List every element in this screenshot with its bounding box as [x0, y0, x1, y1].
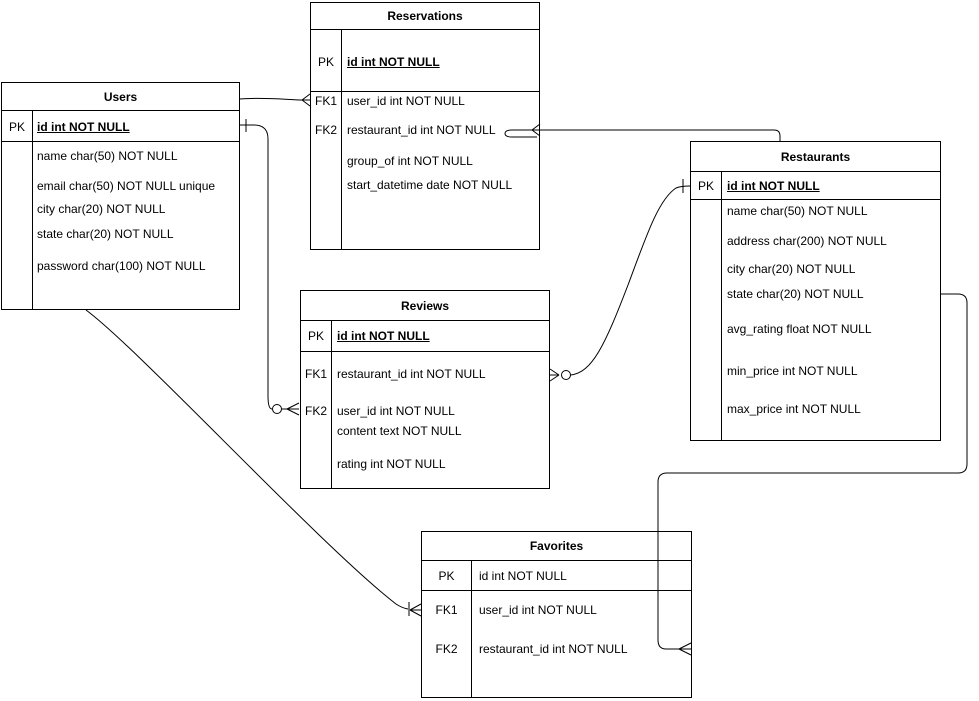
rel-users-reservations	[239, 93, 311, 107]
restaurants-pk-label: PK	[697, 179, 714, 193]
reservations-keycol-divider	[341, 30, 342, 249]
entity-restaurants-title: Restaurants	[691, 142, 940, 172]
crow-foot-many-icon	[281, 402, 300, 416]
cardinality-zero-circle-icon	[272, 404, 282, 414]
users-pk-row-divider	[2, 141, 239, 142]
favorites-attribute-row: restaurant_id int NOT NULL	[479, 642, 628, 656]
reviews-pk-row-divider	[301, 351, 549, 352]
reviews-pk-label: PK	[307, 329, 324, 343]
restaurants-attribute-row: name char(50) NOT NULL	[727, 204, 868, 218]
rel-restaurants-reviews-line	[570, 185, 691, 376]
favorites-fk1-label: FK1	[435, 603, 458, 617]
cardinality-zero-circle-icon	[561, 370, 571, 380]
reviews-fk2-label: FK2	[304, 404, 327, 418]
reviews-attribute-row: user_id int NOT NULL	[337, 404, 455, 418]
restaurants-attribute-row: avg_rating float NOT NULL	[727, 322, 872, 336]
reservations-attribute-row: group_of int NOT NULL	[347, 154, 473, 168]
reservations-pk-label: PK	[317, 55, 334, 69]
reservations-fk2-label: FK2	[314, 123, 337, 137]
users-attribute-row: state char(20) NOT NULL	[37, 227, 174, 241]
favorites-attribute-row: user_id int NOT NULL	[479, 603, 597, 617]
rel-users-reservations-line	[239, 97, 303, 101]
restaurants-keycol-divider	[721, 172, 722, 440]
restaurants-attribute-row: max_price int NOT NULL	[727, 402, 861, 416]
entity-reservations-title: Reservations	[311, 3, 539, 30]
users-attribute-row: password char(100) NOT NULL	[37, 259, 206, 273]
rel-restaurants-reviews	[549, 179, 691, 382]
restaurants-attribute-row: state char(20) NOT NULL	[727, 287, 864, 301]
entity-reviews: Reviews PK id int NOT NULL FK1 FK2 resta…	[300, 290, 550, 489]
entity-reviews-title: Reviews	[301, 291, 549, 321]
rel-users-reviews	[240, 119, 300, 416]
reservations-pk-attribute: id int NOT NULL	[347, 55, 440, 69]
restaurants-pk-row-divider	[691, 199, 940, 200]
reservations-attribute-row: restaurant_id int NOT NULL	[347, 123, 496, 137]
restaurants-attribute-row: address char(200) NOT NULL	[727, 234, 887, 248]
entity-favorites-title: Favorites	[422, 532, 691, 561]
crow-foot-many-icon	[301, 93, 311, 107]
favorites-pk-row-divider	[422, 590, 691, 591]
reviews-pk-attribute: id int NOT NULL	[337, 329, 430, 343]
crow-foot-many-icon	[409, 603, 422, 617]
favorites-fk2-label: FK2	[435, 642, 458, 656]
favorites-pk-label: PK	[438, 569, 455, 583]
favorites-keycol-divider	[471, 561, 472, 697]
reservations-attribute-row: start_datetime date NOT NULL	[347, 178, 513, 192]
rel-users-reviews-line	[240, 124, 273, 410]
users-attribute-row: city char(20) NOT NULL	[37, 202, 166, 216]
reservations-attribute-row: user_id int NOT NULL	[347, 94, 465, 108]
reviews-attribute-row: content text NOT NULL	[337, 424, 462, 438]
rel-restaurants-reservations-line	[532, 129, 781, 141]
users-attribute-row: email char(50) NOT NULL unique	[37, 179, 216, 193]
reviews-fk1-label: FK1	[304, 367, 327, 381]
users-keycol-divider	[32, 111, 33, 309]
favorites-pk-attribute: id int NOT NULL	[479, 569, 567, 583]
reviews-attribute-row: rating int NOT NULL	[337, 457, 446, 471]
users-pk-attribute: id int NOT NULL	[37, 120, 130, 134]
rel-restaurants-reservations	[504, 123, 781, 141]
entity-users-title: Users	[2, 83, 239, 111]
restaurants-attribute-row: min_price int NOT NULL	[727, 364, 858, 378]
restaurants-pk-attribute: id int NOT NULL	[727, 179, 820, 193]
users-attribute-row: name char(50) NOT NULL	[37, 149, 178, 163]
entity-reservations: Reservations PK id int NOT NULL FK1 FK2 …	[310, 2, 540, 250]
entity-restaurants: Restaurants PK id int NOT NULL name char…	[690, 141, 941, 441]
entity-favorites: Favorites PK id int NOT NULL FK1 FK2 use…	[421, 531, 692, 698]
restaurants-attribute-row: city char(20) NOT NULL	[727, 262, 856, 276]
reviews-attribute-row: restaurant_id int NOT NULL	[337, 367, 486, 381]
reservations-pk-row-divider	[311, 91, 539, 92]
reviews-keycol-divider	[331, 321, 332, 488]
crow-foot-many-icon	[549, 368, 560, 382]
entity-users: Users PK id int NOT NULL name char(50) N…	[1, 82, 240, 310]
reservations-fk1-label: FK1	[314, 94, 337, 108]
users-pk-label: PK	[8, 120, 25, 134]
